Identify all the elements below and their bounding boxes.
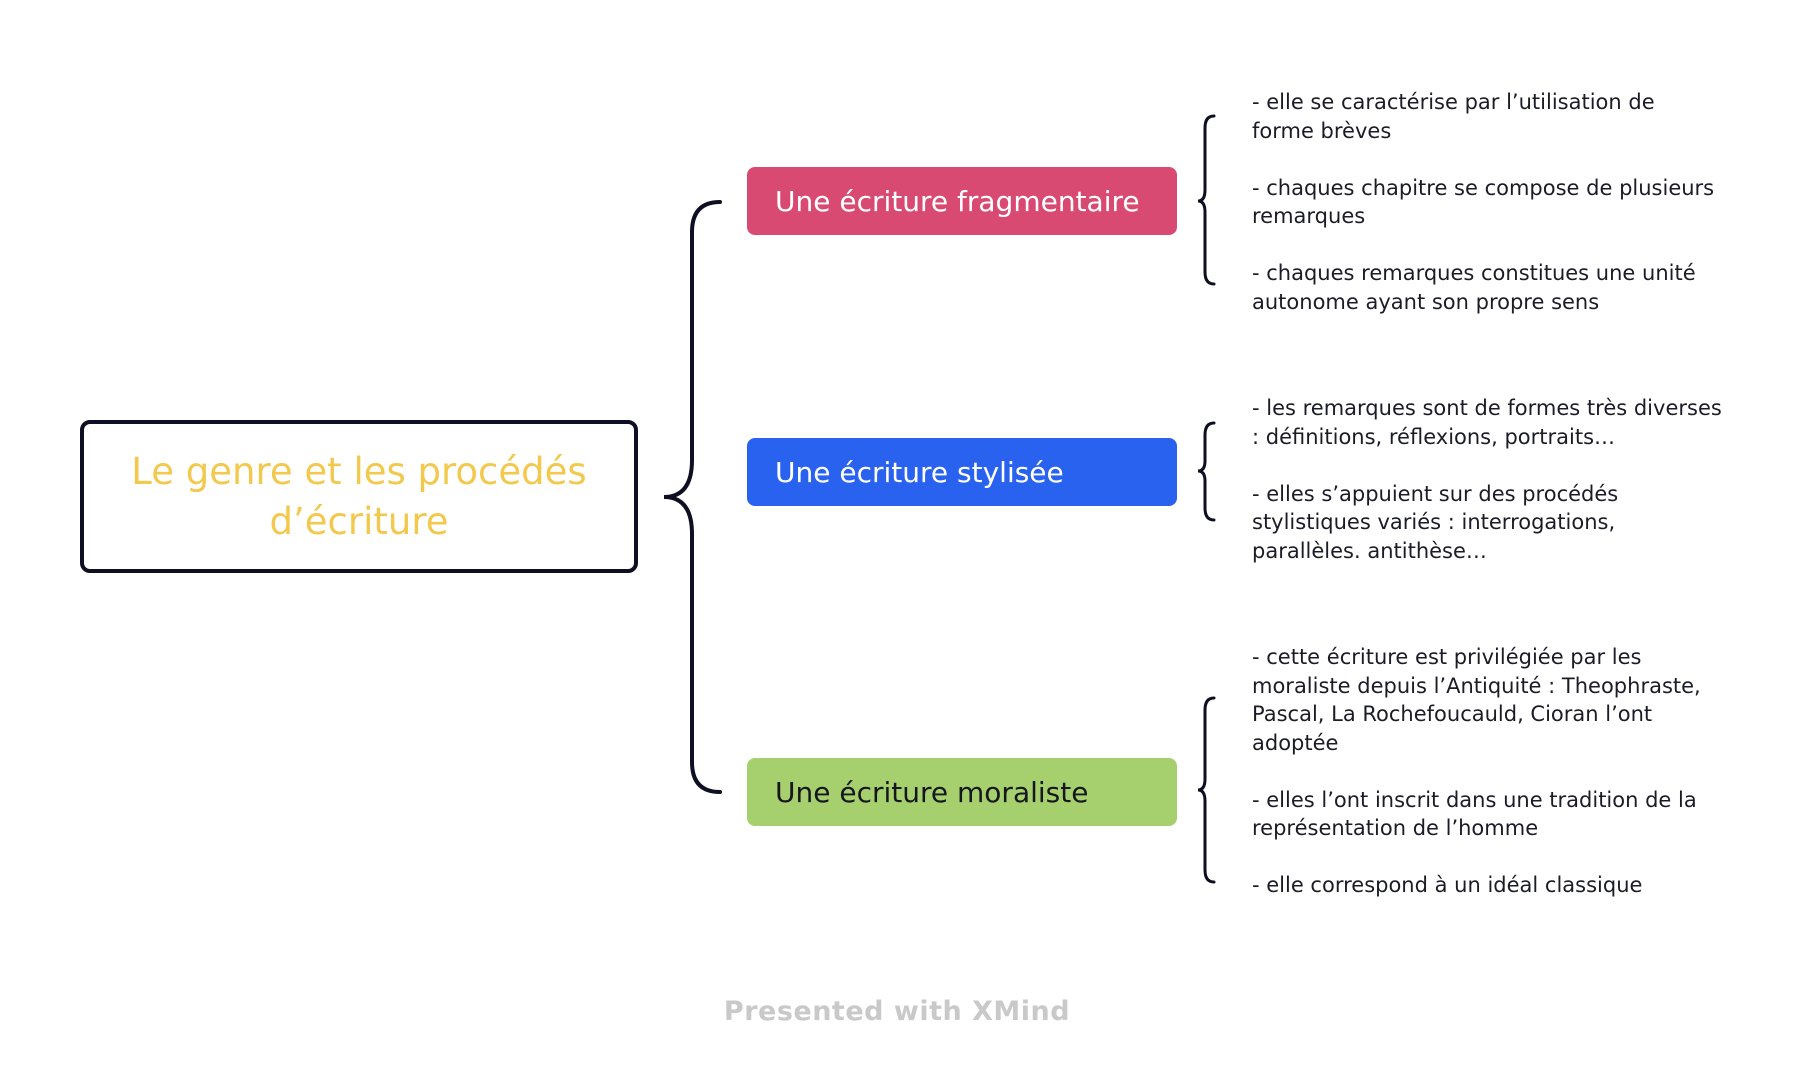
note-item[interactable]: - les remarques sont de formes très dive… — [1252, 396, 1722, 449]
note-item[interactable]: - elle correspond à un idéal classique — [1252, 873, 1643, 897]
branch-topic-label: Une écriture moraliste — [775, 775, 1089, 809]
note-item[interactable]: - elles s’appuient sur des procédés styl… — [1252, 481, 1619, 563]
branch-2-notes: - les remarques sont de formes très dive… — [1252, 394, 1722, 565]
branch-topic-label: Une écriture stylisée — [775, 455, 1064, 489]
branch-2-brace — [1197, 421, 1216, 522]
root-topic[interactable]: Le genre et les procédés d’écriture — [80, 420, 638, 573]
branch-1-notes: - elle se caractérise par l’utilisation … — [1252, 88, 1722, 316]
root-title-line-1: Le genre et les procédés — [131, 449, 587, 493]
root-brace — [663, 200, 722, 794]
branch-3-brace — [1197, 696, 1216, 884]
branch-3-notes: - cette écriture est privilégiée par les… — [1252, 643, 1722, 900]
branch-topic-stylisee[interactable]: Une écriture stylisée — [747, 438, 1177, 506]
note-item[interactable]: - chaques chapitre se compose de plusieu… — [1252, 175, 1715, 229]
note-item[interactable]: - elles l’ont inscrit dans une tradition… — [1252, 787, 1697, 841]
branch-topic-label: Une écriture fragmentaire — [775, 184, 1140, 218]
root-title-line-2: d’écriture — [269, 499, 449, 543]
root-topic-title: Le genre et les procédés d’écriture — [119, 447, 599, 547]
note-item[interactable]: - elle se caractérise par l’utilisation … — [1252, 90, 1655, 143]
note-item[interactable]: - chaques remarques constitues une unité… — [1252, 261, 1696, 314]
branch-topic-moraliste[interactable]: Une écriture moraliste — [747, 758, 1177, 826]
xmind-watermark: Presented with XMind — [723, 996, 1071, 1027]
note-item[interactable]: - cette écriture est privilégiée par les… — [1252, 645, 1701, 755]
branch-topic-fragmentaire[interactable]: Une écriture fragmentaire — [747, 167, 1177, 235]
branch-1-brace — [1197, 114, 1216, 286]
